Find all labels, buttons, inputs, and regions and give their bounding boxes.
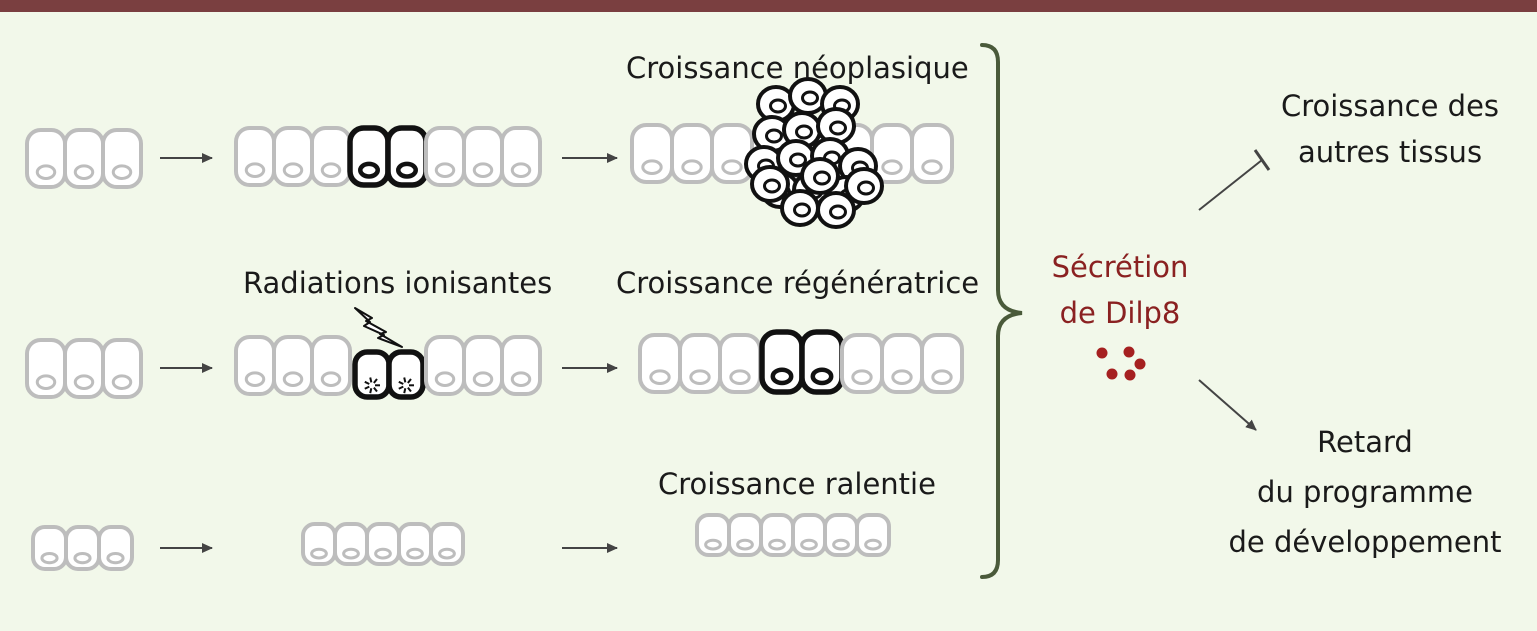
epithelium-row2-mid-cell — [462, 335, 504, 396]
epithelium-row2-damaged-cell — [352, 349, 392, 400]
epithelium-row2-end-cell — [840, 333, 884, 394]
inhibition-bar — [1253, 149, 1271, 171]
epithelium-row3-end-cell — [727, 513, 763, 557]
regenerative-growth-label: Croissance régénératrice — [616, 266, 980, 300]
lightning-icon — [354, 307, 403, 348]
tumor-cell — [750, 165, 790, 203]
activation-arrow — [1198, 379, 1257, 431]
dilp8-dot — [1106, 368, 1118, 380]
epithelium-row2-end-cell — [920, 333, 964, 394]
epithelium-row2-start-cell — [25, 338, 67, 399]
epithelium-row1-mid-cell — [462, 126, 504, 187]
epithelium-row2-end-cell — [638, 333, 682, 394]
epithelium-row1-mid-cell — [234, 126, 276, 187]
epithelium-row2-mid-cell — [310, 335, 352, 396]
epithelium-row3-end-cell — [823, 513, 859, 557]
epithelium-row2-end-cell — [759, 329, 805, 395]
epithelium-row1-start-cell — [101, 128, 143, 189]
top-bar — [0, 0, 1537, 12]
inhibition-arrow — [1198, 159, 1263, 211]
epithelium-row2-mid-cell — [424, 335, 466, 396]
epithelium-row2-damaged-cell — [386, 349, 426, 400]
other-tissues-label-line1: Croissance des — [1280, 89, 1500, 123]
tumor-cell — [800, 157, 840, 195]
epithelium-row1-end-cell — [710, 123, 754, 184]
secretion-label-line2: de Dilp8 — [1059, 296, 1181, 330]
neoplastic-growth-label: Croissance néoplasique — [626, 51, 969, 85]
tumor-cell — [844, 167, 884, 205]
epithelium-row1-start-cell — [25, 128, 67, 189]
epithelium-row2-end-cell — [678, 333, 722, 394]
epithelium-row1-start-cell — [63, 128, 105, 189]
epithelium-row3-end-cell — [695, 513, 731, 557]
epithelium-row1-mid-cell — [347, 125, 391, 188]
epithelium-row3-end-cell — [791, 513, 827, 557]
epithelium-row3-mid-cell — [429, 522, 465, 566]
epithelium-row3-mid-cell — [333, 522, 369, 566]
dilp8-dots — [1096, 346, 1146, 381]
epithelium-row1-mid-cell — [385, 125, 429, 188]
epithelium-row3-mid-cell — [397, 522, 433, 566]
epithelium-row3-start-cell — [31, 525, 68, 571]
epithelium-row3-end-cell — [855, 513, 891, 557]
epithelium-row3-mid-cell — [365, 522, 401, 566]
slowed-growth-label: Croissance ralentie — [658, 467, 936, 501]
epithelium-row2-start-cell — [101, 338, 143, 399]
epithelium-row2-end-cell — [718, 333, 762, 394]
other-tissues-label-line2: autres tissus — [1297, 135, 1483, 169]
delay-label-line1: Retard — [1317, 425, 1413, 459]
delay-label-line2: du programme — [1257, 475, 1473, 509]
dilp8-dot — [1134, 358, 1146, 370]
epithelium-row1-end-cell — [910, 123, 954, 184]
epithelium-row3-mid-cell — [301, 522, 337, 566]
epithelium-row1-end-cell — [630, 123, 674, 184]
tumor-cluster — [744, 77, 884, 229]
dilp8-dot — [1123, 346, 1135, 358]
epithelium-row2-start-cell — [63, 338, 105, 399]
dilp8-dot — [1124, 369, 1136, 381]
epithelium-row1-mid-cell — [310, 126, 352, 187]
epithelium-row1-mid-cell — [272, 126, 314, 187]
epithelium-row2-mid-cell — [272, 335, 314, 396]
epithelium-row2-mid-cell — [234, 335, 276, 396]
epithelium-row1-end-cell — [670, 123, 714, 184]
secretion-label-line1: Sécrétion — [1051, 250, 1189, 284]
epithelium-row2-end-cell — [880, 333, 924, 394]
epithelium-row1-mid-cell — [500, 126, 542, 187]
brace — [980, 43, 1023, 579]
epithelium-row1-mid-cell — [424, 126, 466, 187]
ionizing-radiation-label: Radiations ionisantes — [243, 266, 553, 300]
epithelium-row3-start-cell — [97, 525, 134, 571]
epithelium-row3-start-cell — [64, 525, 101, 571]
tumor-cell — [816, 191, 856, 229]
dilp8-dot — [1096, 347, 1108, 359]
epithelium-row3-end-cell — [759, 513, 795, 557]
delay-label-line3: de développement — [1228, 525, 1502, 559]
tumor-cell — [780, 189, 820, 227]
epithelium-row2-mid-cell — [500, 335, 542, 396]
epithelium-row2-end-cell — [799, 329, 845, 395]
